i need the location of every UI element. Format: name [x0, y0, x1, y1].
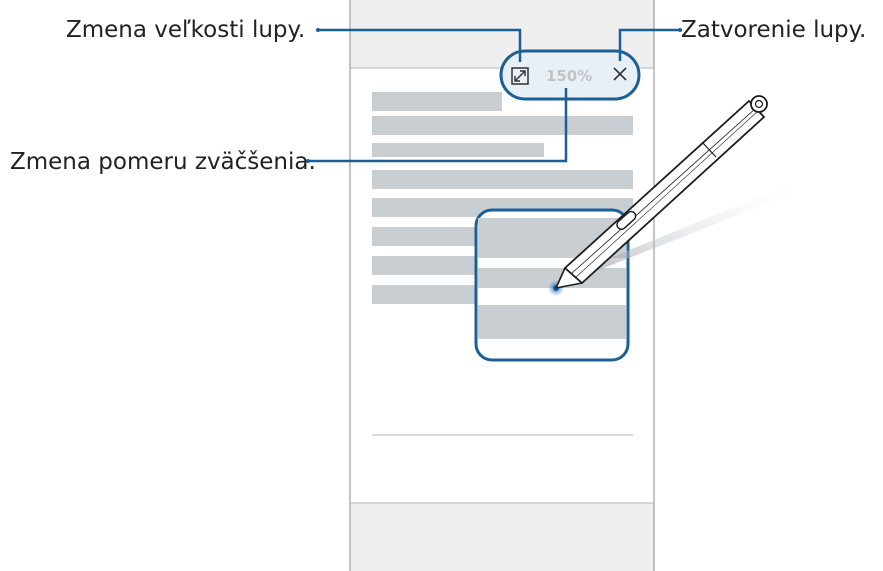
text-line [372, 143, 544, 157]
callout-resize-label: Zmena veľkosti lupy. [66, 17, 306, 43]
callout-leaders [308, 28, 680, 163]
callout-close-label: Zatvorenie lupy. [681, 17, 867, 43]
text-line [372, 285, 476, 304]
content-text-lines [372, 92, 633, 304]
leader-end-dot [316, 28, 320, 32]
zoom-ratio-value[interactable]: 150% [546, 67, 592, 85]
leader-end-dot [678, 28, 682, 32]
leader-end-dot [306, 159, 310, 163]
bottom-bar [350, 503, 654, 571]
magnified-text-line [478, 305, 626, 339]
close-x-icon[interactable] [613, 67, 627, 81]
pen-shadow [558, 180, 802, 286]
leader-zoom-ratio [308, 88, 568, 163]
leader-close [618, 28, 680, 61]
text-line [372, 227, 476, 246]
text-line [372, 256, 476, 275]
text-line [372, 170, 633, 189]
leader-resize [318, 28, 522, 62]
callout-zoom-ratio-label: Zmena pomeru zväčšenia. [10, 149, 316, 175]
text-line [372, 116, 633, 135]
s-pen-icon [548, 95, 768, 296]
magnifier-toolbar: 150% [499, 49, 641, 101]
expand-arrows-icon[interactable] [511, 67, 529, 85]
text-line [372, 92, 502, 111]
